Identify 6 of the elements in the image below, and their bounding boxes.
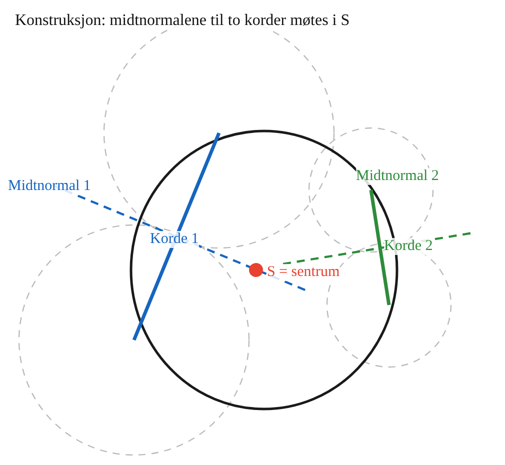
diagram-label: Midtnormal 1 bbox=[8, 178, 91, 194]
diagram-title: Konstruksjon: midtnormalene til to korder møtes i S bbox=[15, 12, 350, 30]
diagram-label: Korde 2 bbox=[384, 238, 433, 254]
diagram-label: Korde 1 bbox=[150, 231, 199, 248]
diagram-label: S = sentrum bbox=[267, 264, 340, 280]
diagram-label: Midtnormal 2 bbox=[356, 168, 439, 184]
